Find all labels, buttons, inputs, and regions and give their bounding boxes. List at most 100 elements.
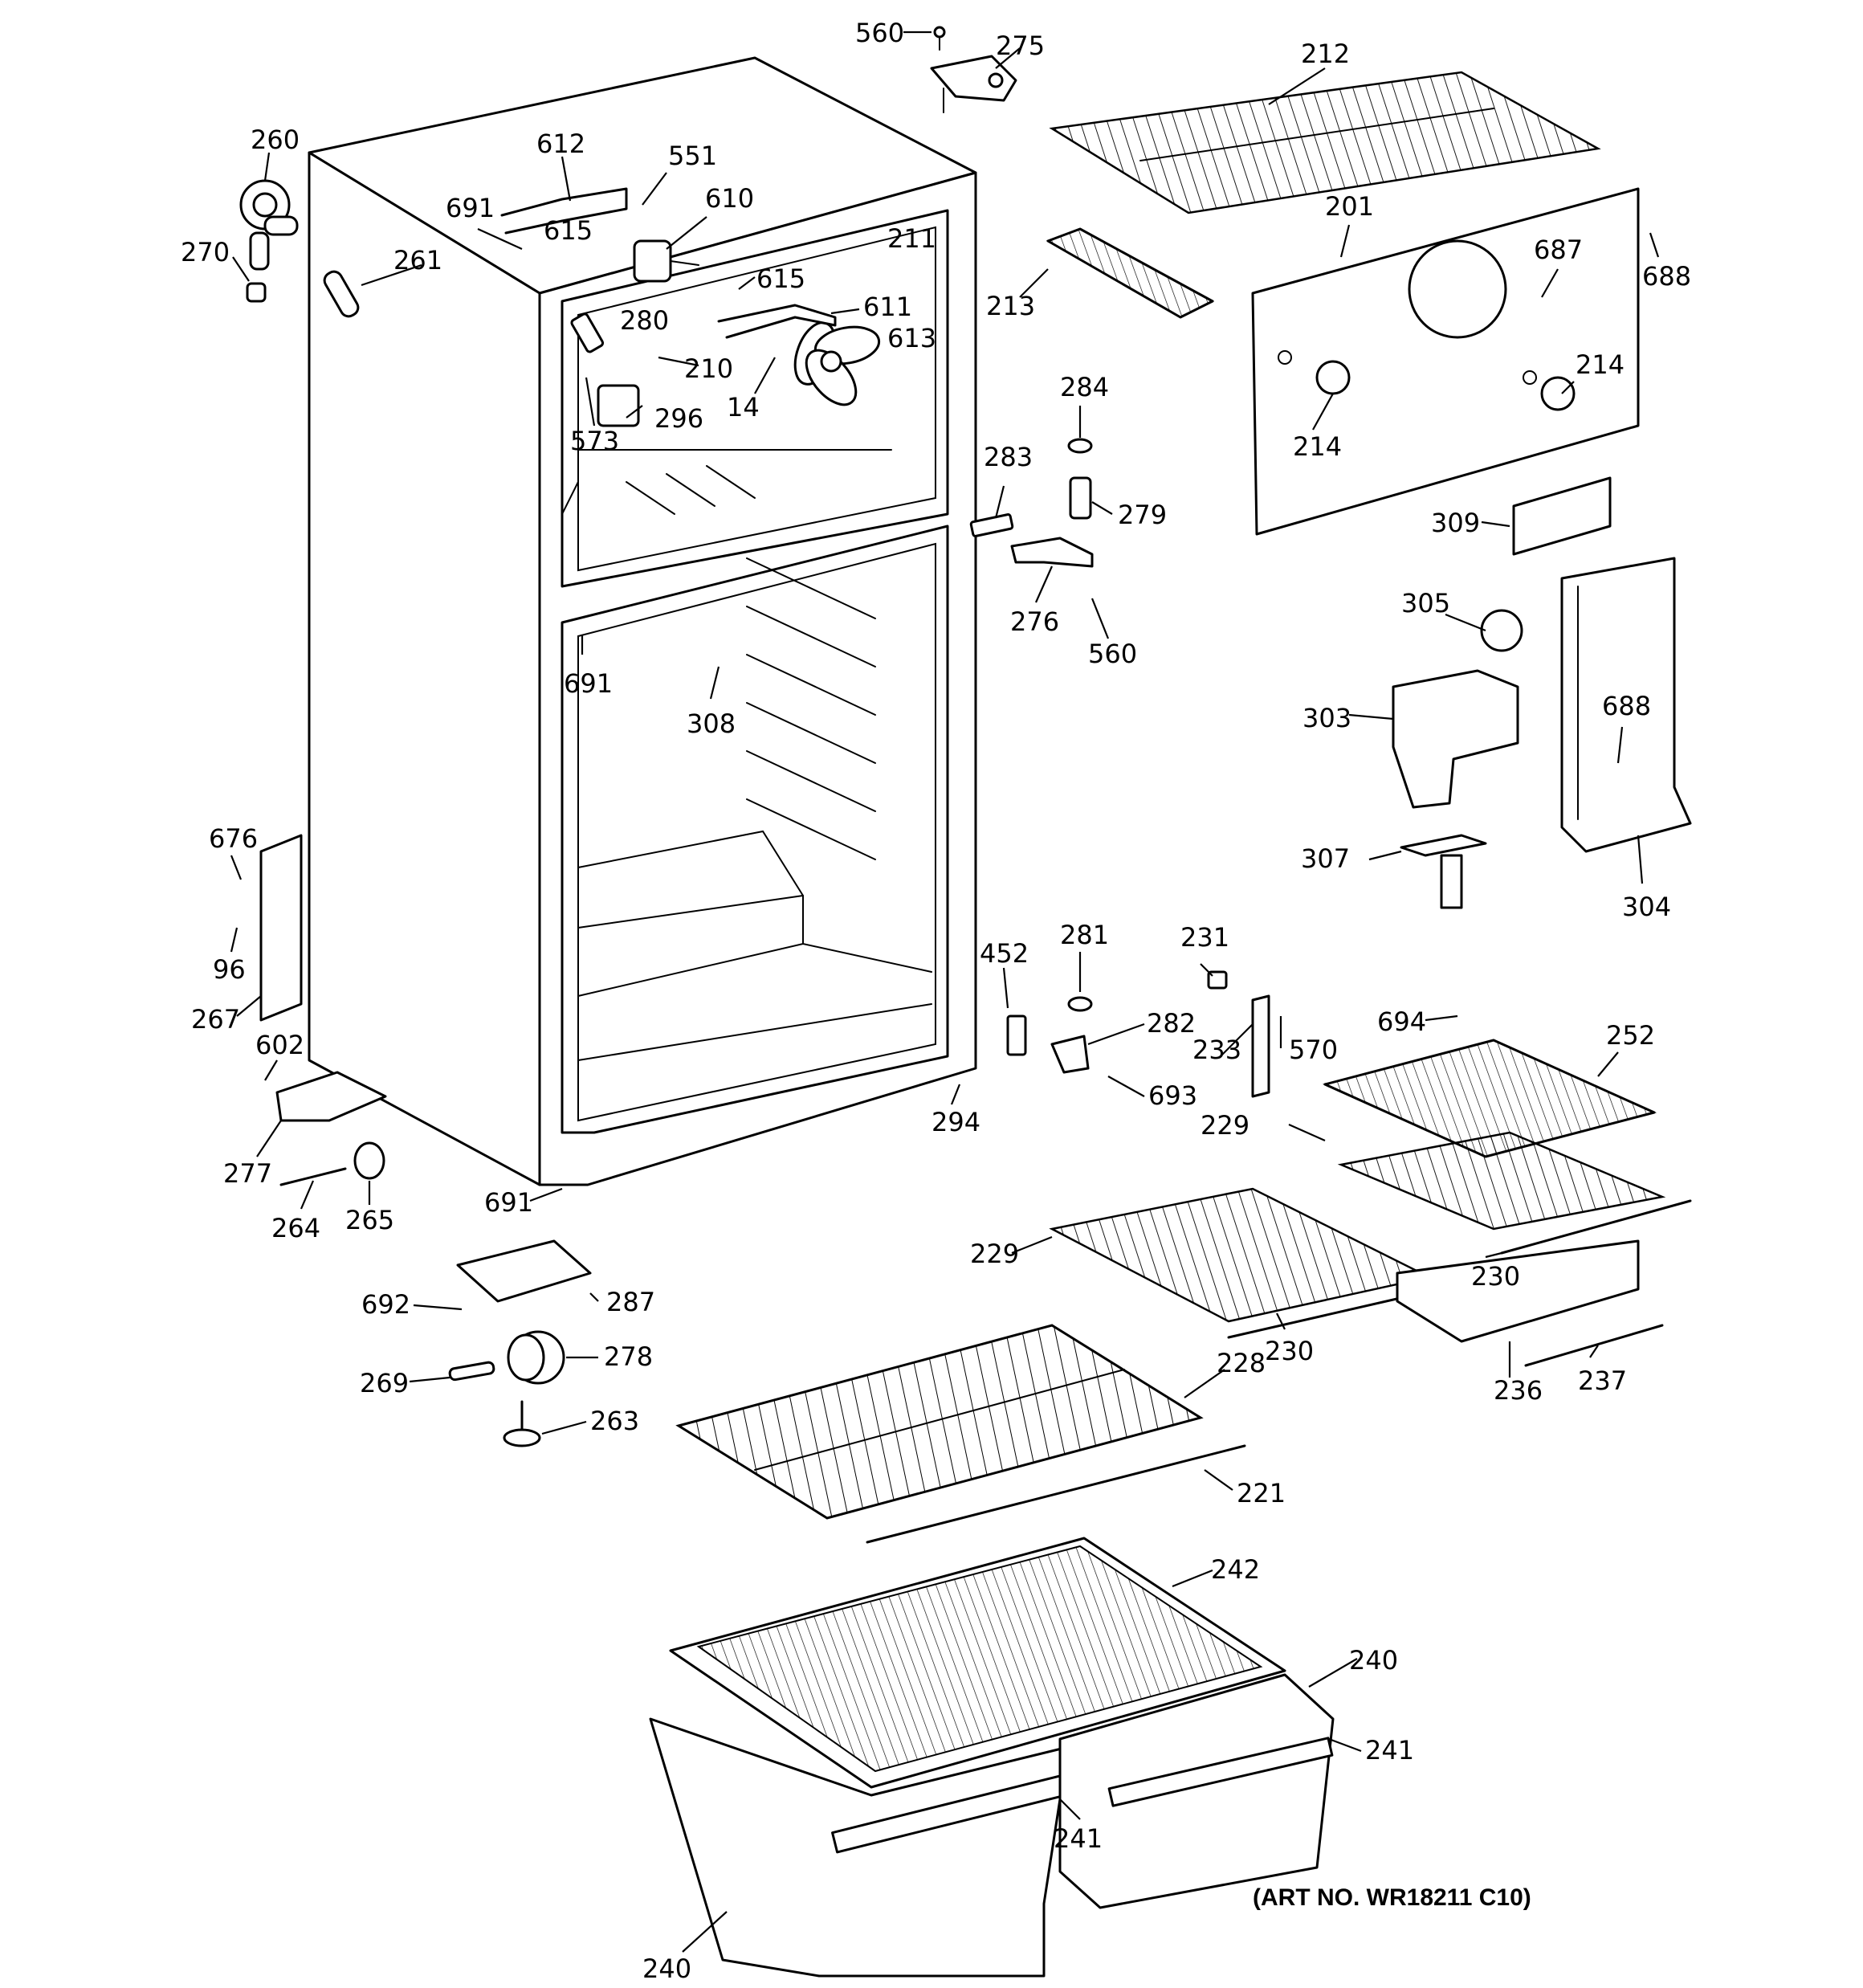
label-213: 213	[986, 291, 1035, 321]
label-560-mid: 560	[1088, 639, 1137, 669]
label-296: 296	[654, 403, 703, 434]
pin-279	[1069, 476, 1092, 520]
leader-lines	[230, 31, 1660, 1953]
rear-panel-201	[1251, 187, 1640, 536]
label-573: 573	[570, 426, 619, 456]
label-275: 275	[996, 31, 1045, 61]
part-280	[570, 312, 605, 353]
shelf-supports	[746, 557, 876, 860]
bushing-284	[1067, 438, 1093, 454]
label-14: 14	[727, 392, 760, 423]
art-number: (ART NO. WR18211 C10)	[1253, 1884, 1531, 1911]
label-96: 96	[213, 954, 246, 985]
label-267: 267	[191, 1004, 240, 1035]
crisper-drawer-left-240	[649, 1717, 1073, 1978]
label-452: 452	[980, 938, 1029, 969]
label-309	[1512, 476, 1612, 556]
label-284: 284	[1060, 372, 1109, 402]
label-252: 252	[1606, 1020, 1655, 1051]
label-282: 282	[1147, 1008, 1196, 1039]
rail-233	[1207, 970, 1270, 1098]
bracket-612	[500, 187, 628, 235]
pin-264	[279, 1167, 347, 1186]
label-688-top: 688	[1642, 261, 1691, 292]
label-287: 287	[606, 1287, 655, 1317]
label-611: 611	[863, 292, 912, 322]
label-615: 615	[756, 263, 805, 294]
label-303: 303	[1302, 703, 1351, 733]
leveler-263	[503, 1400, 541, 1447]
label-241-left: 241	[1054, 1823, 1103, 1854]
label-691-mid: 691	[564, 668, 613, 699]
shelf-228	[675, 1324, 1204, 1520]
screw-560-top	[933, 26, 946, 51]
tray-236	[1396, 1239, 1640, 1343]
callout-labels: 560 275 212 260 612 551 691 610 615 270 …	[181, 18, 1691, 1984]
label-270: 270	[181, 237, 230, 267]
label-233: 233	[1192, 1035, 1241, 1065]
label-612: 612	[536, 129, 585, 159]
label-212: 212	[1301, 39, 1350, 69]
parts-452-282	[1006, 996, 1093, 1074]
label-560: 560	[855, 18, 904, 48]
duct-304	[1560, 557, 1692, 853]
label-294: 294	[932, 1107, 980, 1137]
hinge-top-275	[930, 55, 1017, 113]
ice-tray-213	[1046, 227, 1215, 319]
shelf-252	[1323, 1039, 1657, 1158]
label-228: 228	[1217, 1348, 1266, 1378]
label-305: 305	[1401, 588, 1450, 618]
hinge-276	[1010, 537, 1094, 568]
label-263: 263	[590, 1406, 639, 1436]
label-691-freezer: 691	[446, 193, 495, 223]
bracket-611	[717, 304, 837, 339]
label-692: 692	[361, 1289, 410, 1320]
label-230-right: 230	[1471, 1261, 1520, 1292]
bracket-283	[969, 513, 1014, 537]
control-610	[633, 239, 699, 283]
shelf-229-right	[1337, 1131, 1666, 1231]
label-229-lower: 229	[970, 1239, 1019, 1269]
label-687: 687	[1534, 235, 1583, 265]
bracket-296	[597, 384, 640, 427]
refrigerator-cabinet	[308, 56, 977, 1186]
label-214-left: 214	[1293, 431, 1342, 462]
label-309: 309	[1431, 508, 1480, 538]
label-211: 211	[887, 223, 936, 254]
label-693: 693	[1148, 1080, 1197, 1111]
label-276: 276	[1010, 606, 1059, 637]
bracket-287	[456, 1239, 592, 1303]
label-610: 610	[705, 183, 754, 214]
knob-305	[1480, 609, 1523, 652]
roller-265	[353, 1141, 385, 1180]
label-242: 242	[1211, 1554, 1260, 1585]
label-551: 551	[668, 141, 717, 171]
label-602: 602	[255, 1030, 304, 1060]
label-279: 279	[1118, 500, 1167, 530]
label-281: 281	[1060, 920, 1109, 950]
fan-613	[793, 321, 881, 406]
tube-261	[323, 270, 360, 318]
label-307: 307	[1301, 843, 1350, 874]
label-280: 280	[620, 305, 669, 336]
label-308: 308	[687, 708, 736, 739]
label-236: 236	[1494, 1375, 1543, 1406]
freezer-shelf-212	[1049, 71, 1601, 214]
label-229-upper: 229	[1201, 1110, 1249, 1141]
label-691-bottom: 691	[484, 1187, 533, 1218]
hinge-bracket-267	[259, 834, 303, 1022]
label-265: 265	[345, 1205, 394, 1235]
label-240-left: 240	[642, 1953, 691, 1984]
trims-230	[1227, 1199, 1692, 1339]
trim-237	[1524, 1324, 1664, 1367]
label-570: 570	[1289, 1035, 1338, 1065]
crisper-cover-242	[669, 1537, 1286, 1789]
label-260: 260	[251, 125, 300, 155]
damper-307	[1400, 834, 1487, 909]
label-264: 264	[271, 1213, 320, 1243]
grommet-270	[246, 282, 267, 303]
label-615-top: 615	[544, 215, 593, 246]
label-230-left: 230	[1265, 1336, 1314, 1366]
